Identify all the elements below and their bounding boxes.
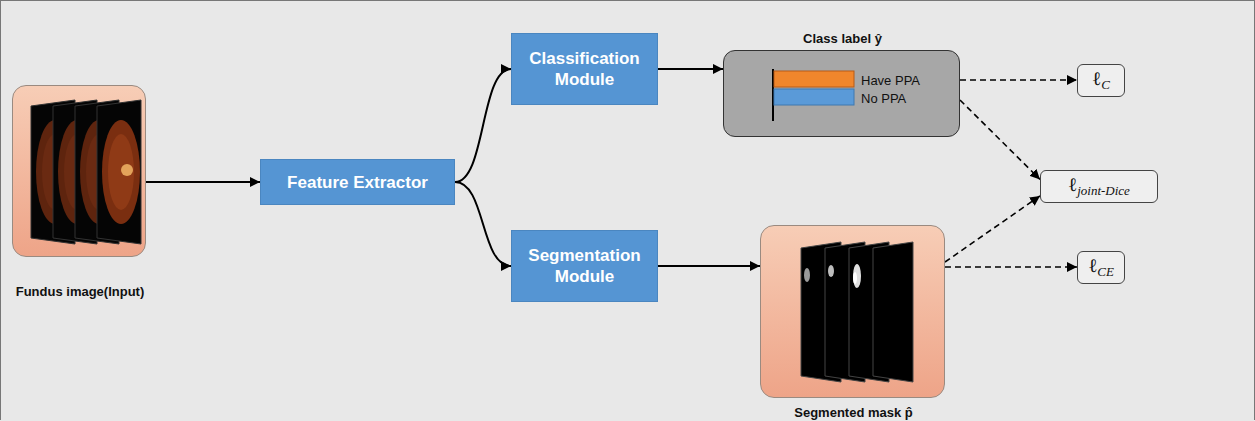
box-label: Feature Extractor [283, 172, 432, 193]
segmentation-module-box: Segmentation Module [511, 230, 658, 302]
box-label: ℓCE [1088, 255, 1114, 280]
class-label-panel: Class label ŷHave PPANo PPA [723, 50, 960, 137]
dashed-arrow [945, 266, 1077, 268]
flow-arrow [455, 69, 511, 182]
segmented-mask-panel: Segmented mask p̂ [760, 225, 945, 398]
dashed-arrow [945, 196, 1040, 262]
mask-illustration [761, 226, 946, 399]
loss-box: ℓjoint-Dice [1040, 170, 1158, 203]
flow-arrow [146, 181, 260, 183]
box-label: Classification Module [512, 48, 657, 90]
dashed-arrow [960, 100, 1040, 179]
label-holder: Segmented mask p̂ [701, 403, 1006, 421]
loss-box: ℓCE [1077, 251, 1125, 284]
label-holder: Fundus image(Input) [0, 282, 207, 300]
box-label: ℓjoint-Dice [1068, 174, 1130, 199]
bars-illustration [724, 51, 961, 138]
classification-module-box: Classification Module [511, 33, 658, 105]
flow-arrow [455, 182, 511, 266]
flow-arrow [658, 68, 723, 70]
caption-label: Segmented mask p̂ [794, 405, 913, 420]
bar-label: No PPA [861, 91, 906, 106]
dashed-arrow [960, 79, 1077, 81]
fundus-illustration [13, 86, 147, 258]
feature-extractor-box: Feature Extractor [260, 159, 455, 205]
box-label: ℓC [1092, 68, 1110, 93]
label-holder: Have PPA [861, 71, 920, 89]
caption-label: Class label ŷ [803, 31, 882, 46]
loss-box: ℓC [1077, 64, 1125, 97]
box-label: Segmentation Module [512, 245, 657, 287]
input-image-panel: Fundus image(Input) [12, 85, 146, 257]
label-holder: No PPA [861, 89, 906, 107]
bar-label: Have PPA [861, 73, 920, 88]
caption-label: Fundus image(Input) [16, 284, 145, 299]
label-holder: Class label ŷ [664, 29, 1021, 47]
flow-arrow [658, 265, 760, 267]
